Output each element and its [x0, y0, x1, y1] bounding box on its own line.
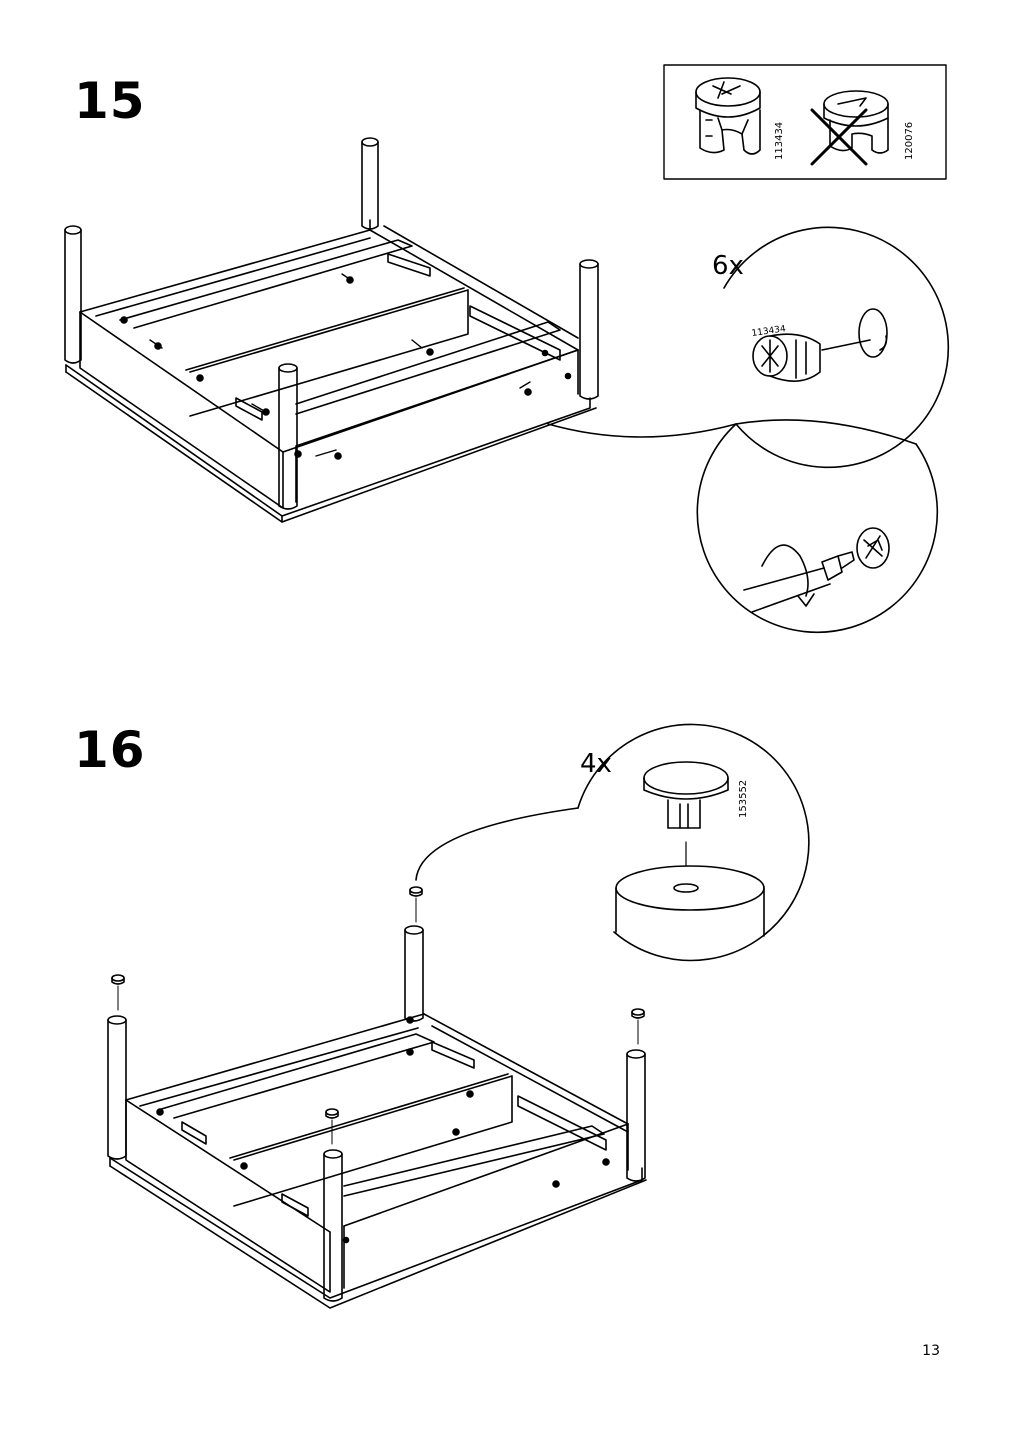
cam-lock-icon [752, 333, 871, 382]
glide-icon [643, 761, 729, 867]
cam-lock-wrong-icon [810, 90, 889, 166]
cam-lock-correct-icon [695, 77, 761, 155]
cam-lock-head-icon [856, 527, 890, 569]
screwdriver-icon [743, 551, 855, 613]
glide-front-right [631, 1008, 645, 1045]
leg-front-right-15 [579, 259, 599, 400]
page-number: 13 [922, 1343, 940, 1359]
glide-back-left [111, 974, 125, 1011]
wrong-part-code: 120076 [904, 122, 915, 160]
callout-insert-glide: 4x 153552 [415, 723, 810, 962]
rotate-clockwise-arrow-icon [761, 544, 815, 607]
leg-back-left-16 [107, 1015, 127, 1160]
glide-back-right [409, 886, 423, 923]
glide-front-left [325, 1108, 339, 1145]
cam-hole-icon [858, 308, 888, 358]
callout-tighten-cam-lock [696, 419, 939, 634]
leg-back-left-15 [64, 225, 82, 364]
quantity-label-6x: 6x [712, 251, 744, 281]
leg-front-right-16 [626, 1049, 646, 1182]
quantity-label-4x: 4x [580, 749, 612, 779]
leg-back-right-15 [361, 137, 379, 230]
leg-front-left-16 [323, 1149, 343, 1302]
leg-top-hole-icon [615, 865, 765, 937]
glide-part-code: 153552 [738, 780, 749, 818]
correct-part-code: 113434 [774, 122, 785, 160]
callout-insert-cam-lock: 6x 113434 [547, 226, 950, 469]
step-number-16: 16 [74, 721, 146, 779]
table-frame-15 [65, 219, 597, 523]
leg-back-right-16 [404, 925, 424, 1022]
step-number-15: 15 [74, 72, 146, 130]
leg-front-left-15 [278, 363, 298, 510]
cam-lock-check-box: 113434 120076 [663, 64, 947, 180]
table-frame-16 [109, 1013, 647, 1309]
